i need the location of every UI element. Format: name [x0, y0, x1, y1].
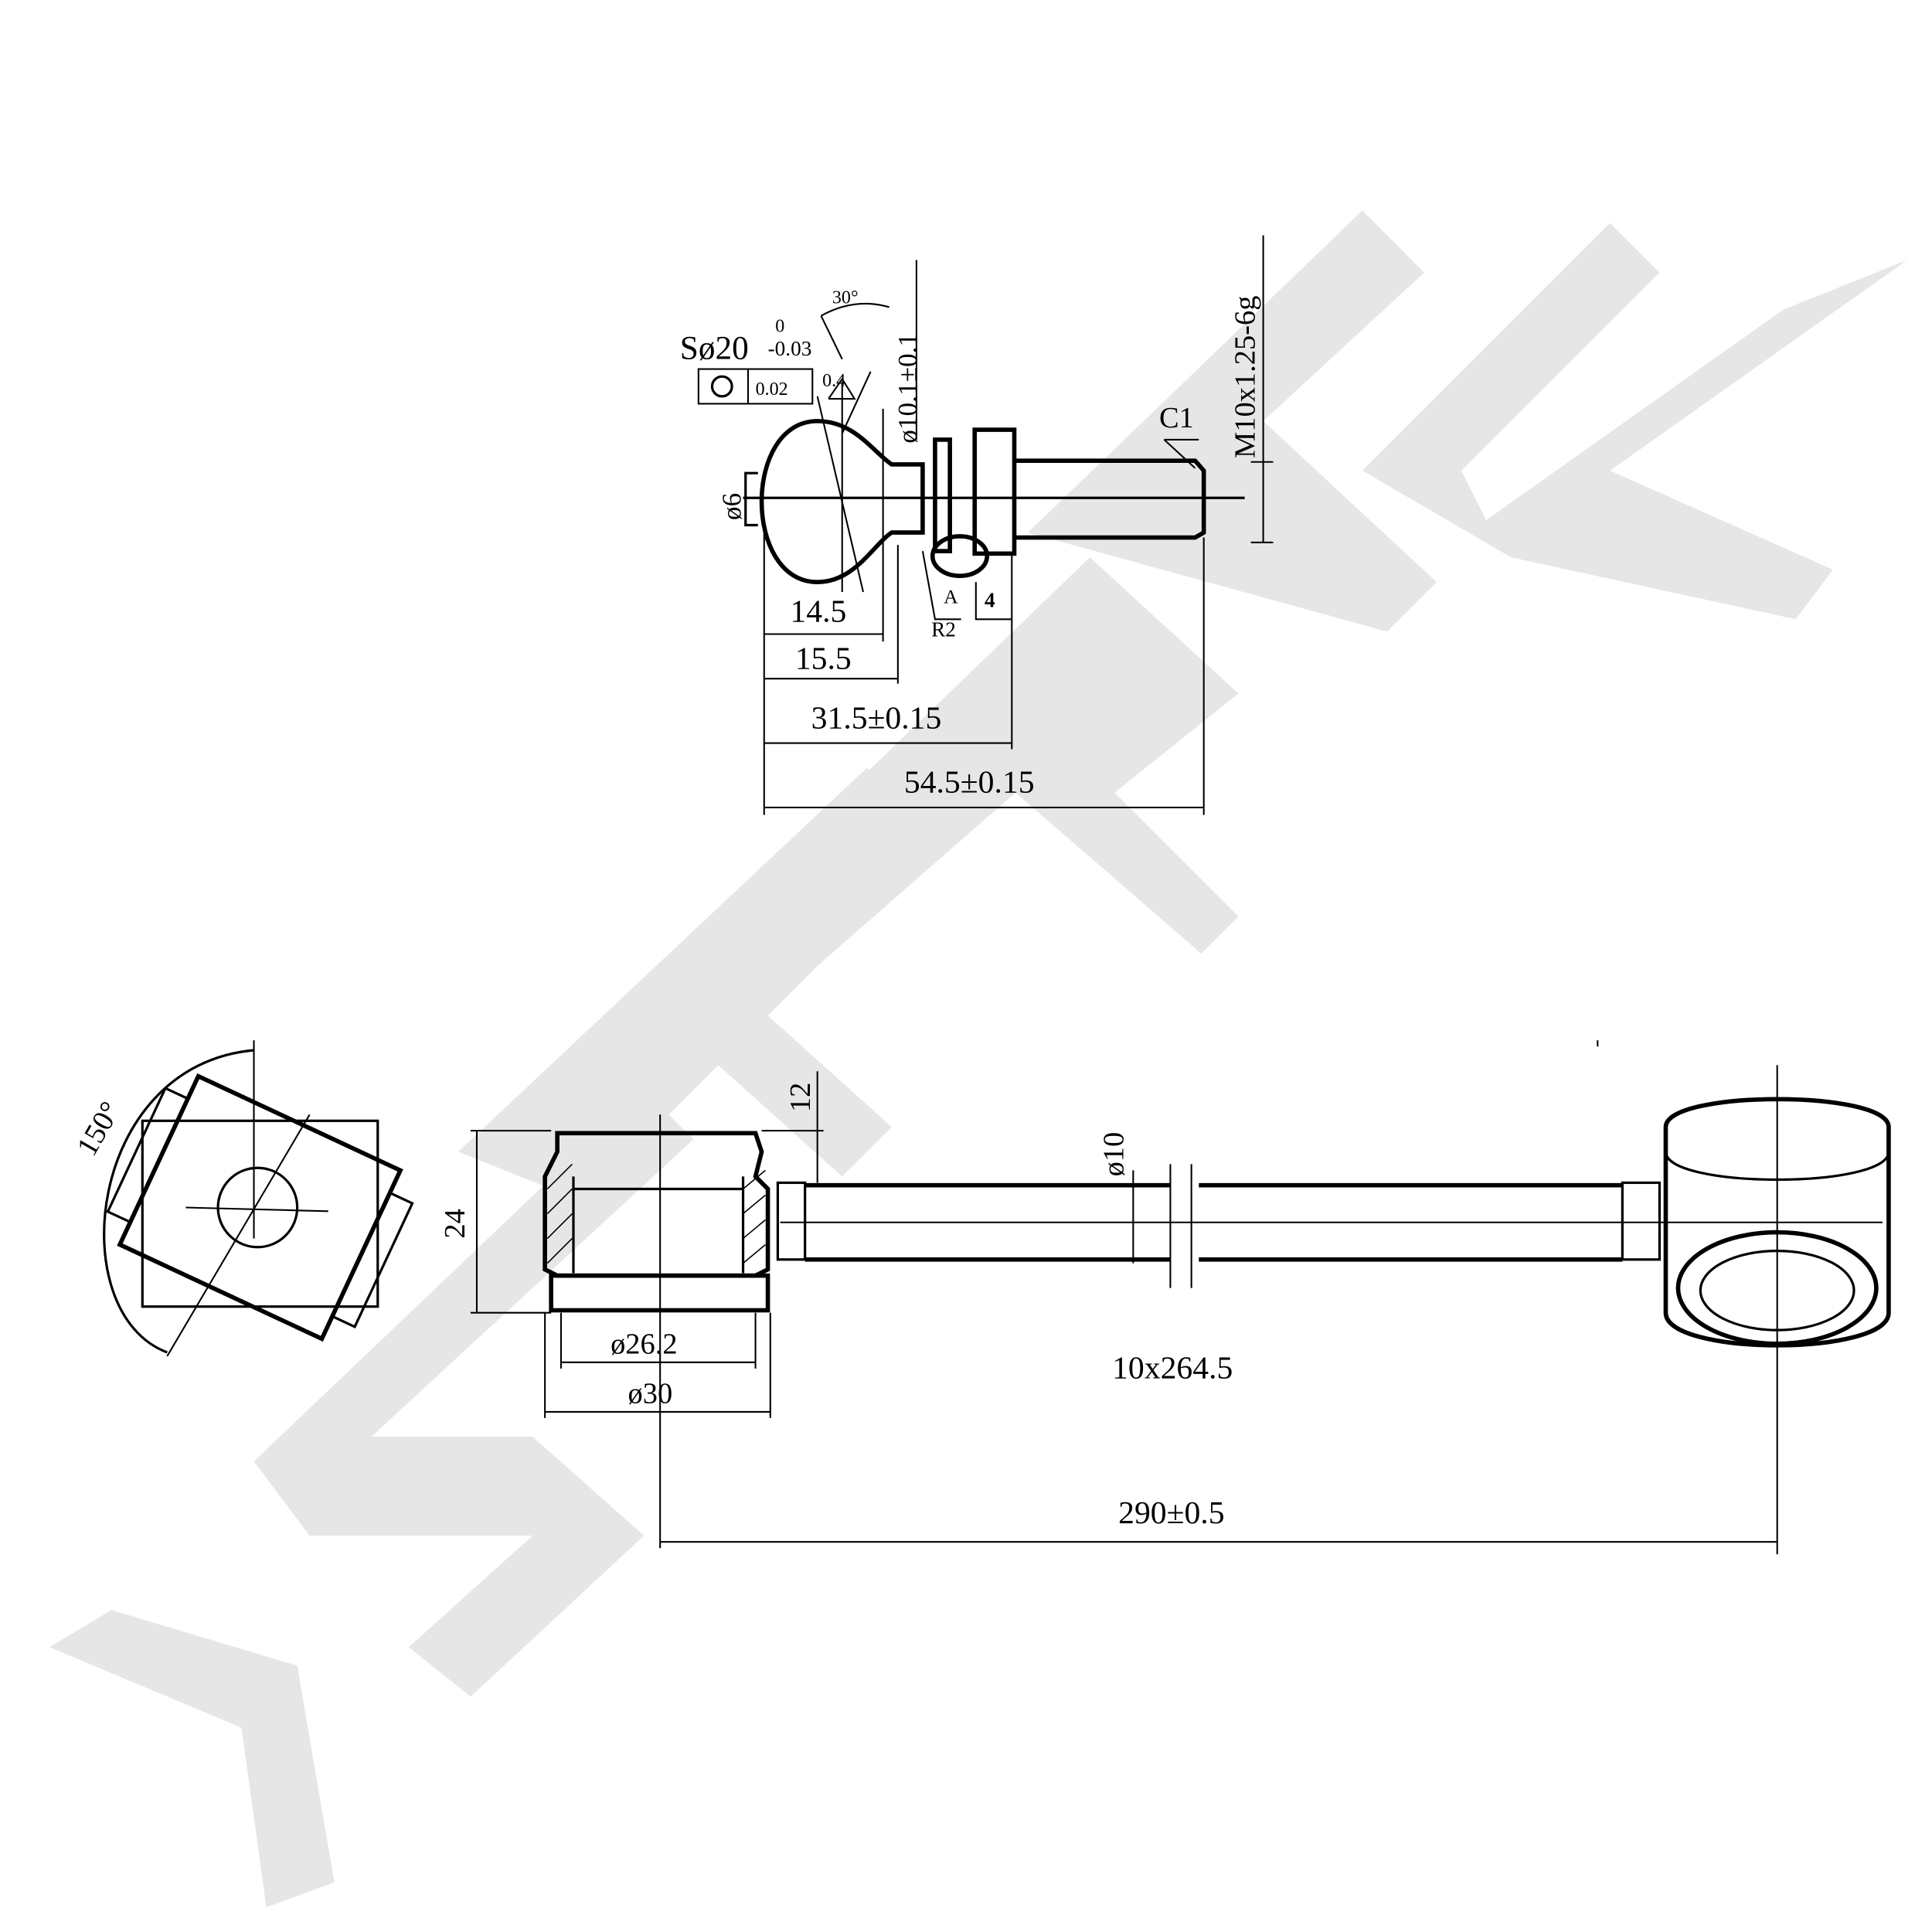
rod-spec: 10x264.5 [1112, 1351, 1233, 1386]
link-view: 24 12 ø10 ø26.2 ø30 10x264.5 290±0.5 [439, 1040, 1891, 1555]
overall-length: 290±0.5 [1118, 1495, 1224, 1531]
radius-r2: R2 [931, 618, 956, 641]
neck-dia: ø10.1±0.1 [893, 333, 923, 444]
offset-12: 12 [784, 1083, 817, 1112]
dim-15-5: 15.5 [795, 641, 852, 676]
watermark [49, 210, 1907, 1907]
dim-54-5: 54.5±0.15 [904, 765, 1035, 801]
angle-150: 150° [71, 1097, 128, 1162]
dim-31-5: 31.5±0.15 [811, 700, 942, 736]
flange-4: 4 [985, 588, 995, 611]
ball-stud-view: 0.02 Sø20 0 -0.03 30° 0.4 ø10.1±0.1 M10x… [680, 235, 1274, 815]
inner-dia: ø26.2 [611, 1328, 678, 1361]
height-24: 24 [439, 1209, 471, 1238]
rod-dia: ø10 [1098, 1132, 1131, 1177]
outer-dia: ø30 [628, 1378, 673, 1410]
roundness-frame [697, 368, 814, 405]
roundness-tolerance: 0.02 [756, 379, 788, 400]
end-view: 150° [71, 1040, 414, 1357]
angle-30: 30° [832, 288, 859, 308]
dim-14-5: 14.5 [790, 594, 846, 629]
tol-upper: 0 [775, 316, 784, 336]
section-a: A [944, 585, 958, 607]
chamfer: C1 [1159, 402, 1194, 434]
tol-lower: -0.03 [768, 337, 812, 360]
pin-dia: ø6 [716, 493, 747, 520]
thread-spec: M10x1.25-6g [1229, 296, 1261, 458]
roughness: 0.4 [822, 371, 845, 391]
sphere-dia: Sø20 [680, 330, 749, 367]
roundness-symbol-icon [710, 375, 733, 398]
